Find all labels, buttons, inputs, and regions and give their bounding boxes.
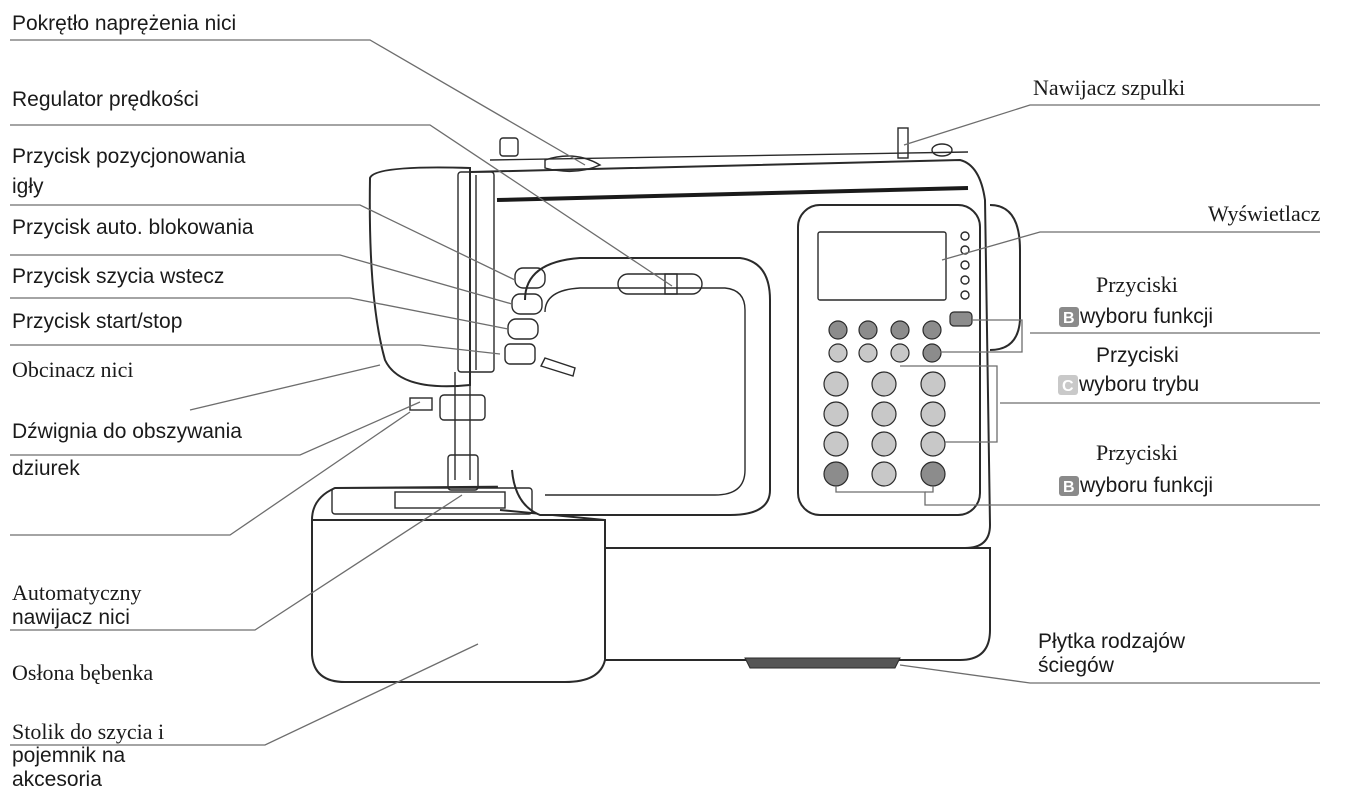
- label-needle-position-button-line2: igły: [12, 175, 44, 198]
- label-bobbin-winder: Nawijacz szpulki: [1033, 75, 1185, 100]
- label-start-stop-button: Przycisk start/stop: [12, 310, 182, 333]
- leader-lines: [10, 39, 1320, 746]
- label-buttonhole-lever-line2: dziurek: [12, 457, 80, 480]
- badge-b-icon-top: [1059, 307, 1079, 327]
- label-needle-position-button-line1: Przycisk pozycjonowania: [12, 145, 246, 168]
- label-bobbin-cover: Osłona bębenka: [12, 660, 153, 685]
- label-display: Wyświetlacz: [1208, 201, 1321, 226]
- label-extension-table-line3: akcesoria: [12, 768, 102, 791]
- label-buttonhole-lever-line1: Dźwignia do obszywania: [12, 420, 242, 443]
- label-thread-cutter: Obcinacz nici: [12, 357, 134, 382]
- label-reverse-button: Przycisk szycia wstecz: [12, 265, 224, 288]
- label-stitch-chart-line1: Płytka rodzajów: [1038, 630, 1186, 653]
- label-thread-tension-dial: Pokrętło naprężenia nici: [12, 12, 236, 35]
- badge-b-letter-bottom: B: [1063, 479, 1075, 496]
- sewing-machine-illustration: [310, 127, 1021, 683]
- label-function-buttons-top-line2: wyboru funkcji: [1079, 305, 1213, 328]
- badge-c-letter: C: [1062, 378, 1074, 395]
- label-auto-threader-line1: Automatyczny: [12, 580, 142, 605]
- label-function-buttons-top-line1: Przyciski: [1096, 272, 1178, 297]
- label-auto-threader-line2: nawijacz nici: [12, 606, 130, 629]
- label-function-buttons-bottom-line2: wyboru funkcji: [1079, 474, 1213, 497]
- label-speed-regulator: Regulator prędkości: [12, 88, 199, 111]
- label-function-buttons-bottom-line1: Przyciski: [1096, 440, 1178, 465]
- badge-b-icon-bottom: [1059, 476, 1079, 496]
- label-extension-table-line1: Stolik do szycia i: [12, 719, 164, 744]
- badge-b-letter-top: B: [1063, 310, 1075, 327]
- label-auto-lock-button: Przycisk auto. blokowania: [12, 216, 254, 239]
- label-mode-buttons-line1: Przyciski: [1096, 344, 1179, 367]
- label-stitch-chart-line2: ściegów: [1038, 654, 1115, 677]
- badge-c-icon: [1058, 375, 1078, 395]
- label-extension-table-line2: pojemnik na: [12, 744, 126, 767]
- label-mode-buttons-line2: wyboru trybu: [1078, 373, 1199, 396]
